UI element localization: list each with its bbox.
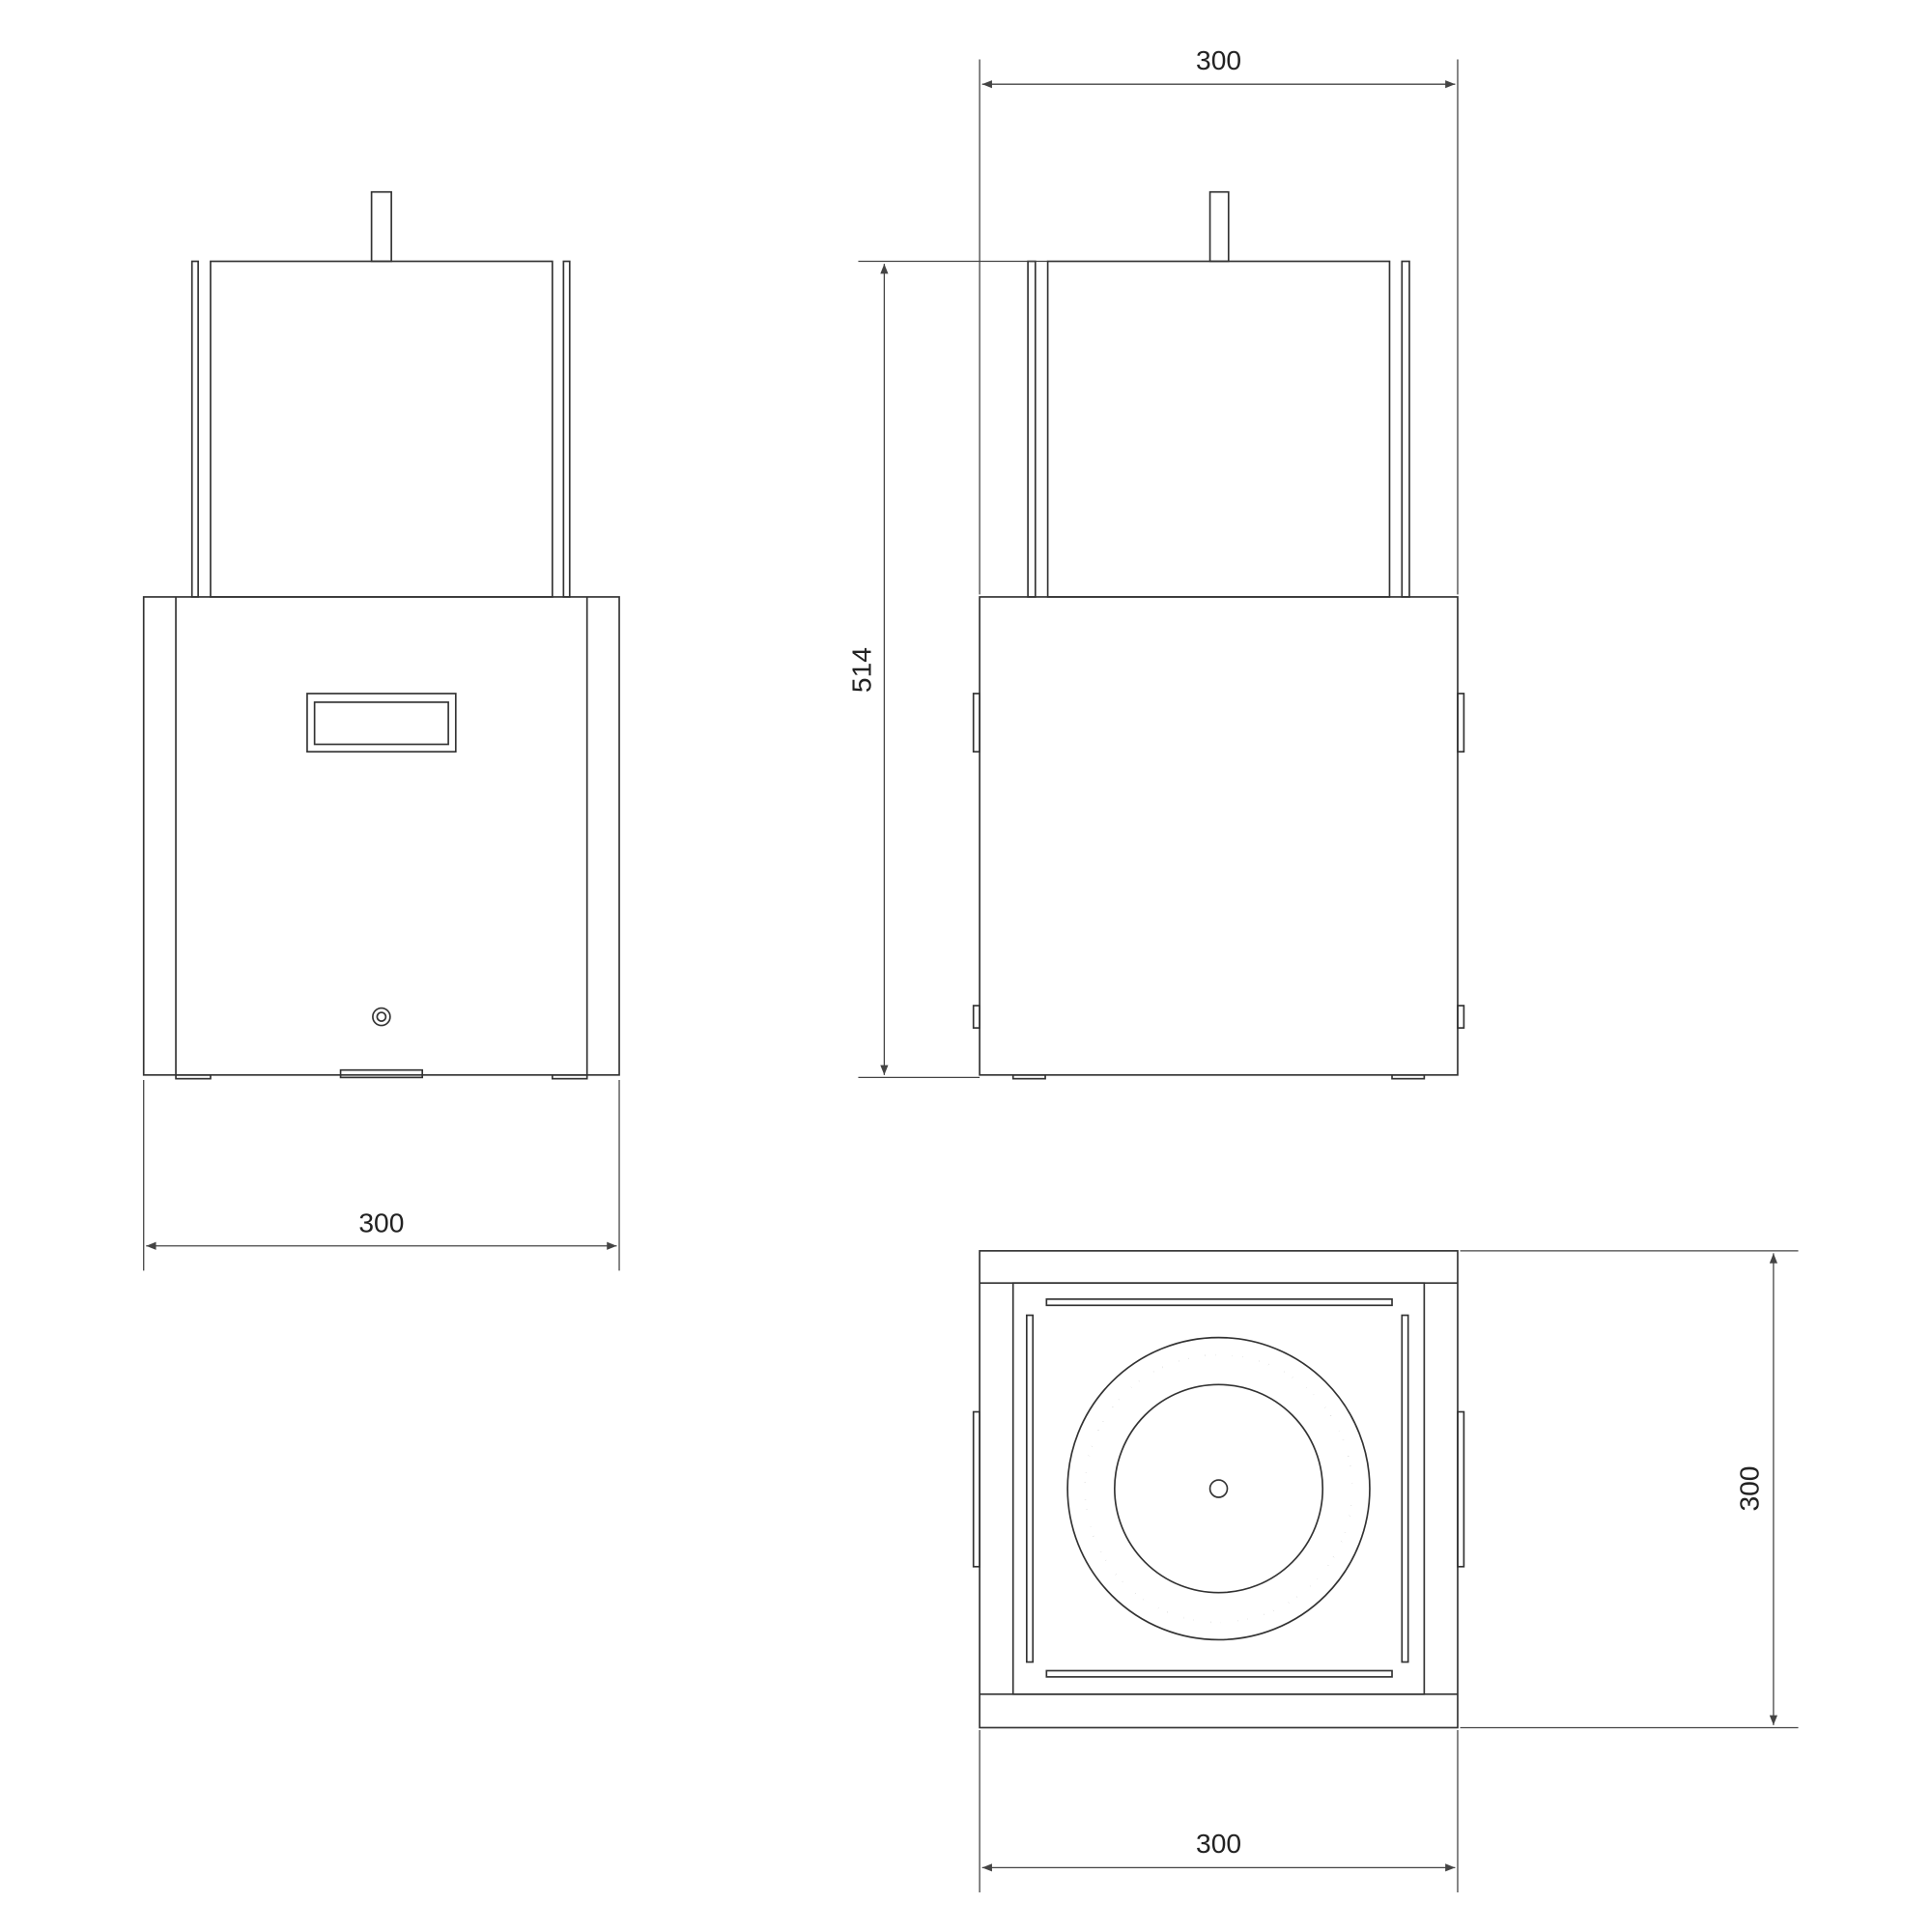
top-outer — [979, 1250, 1459, 1729]
front-handle — [306, 693, 457, 753]
front-pipe — [370, 190, 392, 263]
burner-outer-ring — [1066, 1336, 1371, 1641]
front-width-label: 300 — [358, 1208, 404, 1238]
top-view: 300 300 — [972, 1250, 1799, 1892]
front-rod-left — [190, 260, 199, 598]
burner-inner-circle — [1114, 1383, 1324, 1594]
front-body — [142, 596, 620, 1076]
side-rod-right — [1401, 260, 1410, 598]
slot — [1025, 1314, 1035, 1663]
side-bump — [972, 1005, 980, 1029]
side-pipe — [1208, 190, 1230, 263]
side-body — [979, 596, 1459, 1076]
knob-icon — [372, 1007, 391, 1027]
depth-label: 300 — [1734, 1466, 1765, 1512]
side-bump — [1457, 1410, 1465, 1568]
front-view: 300 — [142, 190, 620, 1271]
top-inner-square — [1011, 1282, 1426, 1695]
burner-dashed-ring-inner — [1083, 1352, 1354, 1625]
front-cylinder — [210, 260, 554, 598]
front-foot-right — [551, 1073, 588, 1080]
side-bump — [972, 693, 980, 753]
slot — [1401, 1314, 1409, 1663]
side-rod-left — [1027, 260, 1037, 598]
side-bump — [1457, 1005, 1465, 1029]
knob-center — [376, 1011, 387, 1022]
side-bump — [1457, 693, 1465, 753]
front-foot-center — [339, 1068, 424, 1079]
side-foot — [1011, 1073, 1046, 1080]
side-view: 300 514 — [845, 44, 1465, 1080]
side-width-label: 300 — [1196, 44, 1241, 75]
side-bump — [972, 1410, 980, 1568]
front-handle-inner — [313, 701, 449, 746]
side-cylinder — [1046, 260, 1391, 598]
height-label: 514 — [845, 647, 876, 693]
front-foot-left — [175, 1073, 212, 1080]
slot — [1045, 1669, 1393, 1678]
center-hole-icon — [1208, 1479, 1229, 1498]
slot — [1045, 1298, 1393, 1307]
front-rod-right — [562, 260, 571, 598]
top-width-label: 300 — [1196, 1828, 1241, 1859]
side-foot — [1391, 1073, 1426, 1080]
